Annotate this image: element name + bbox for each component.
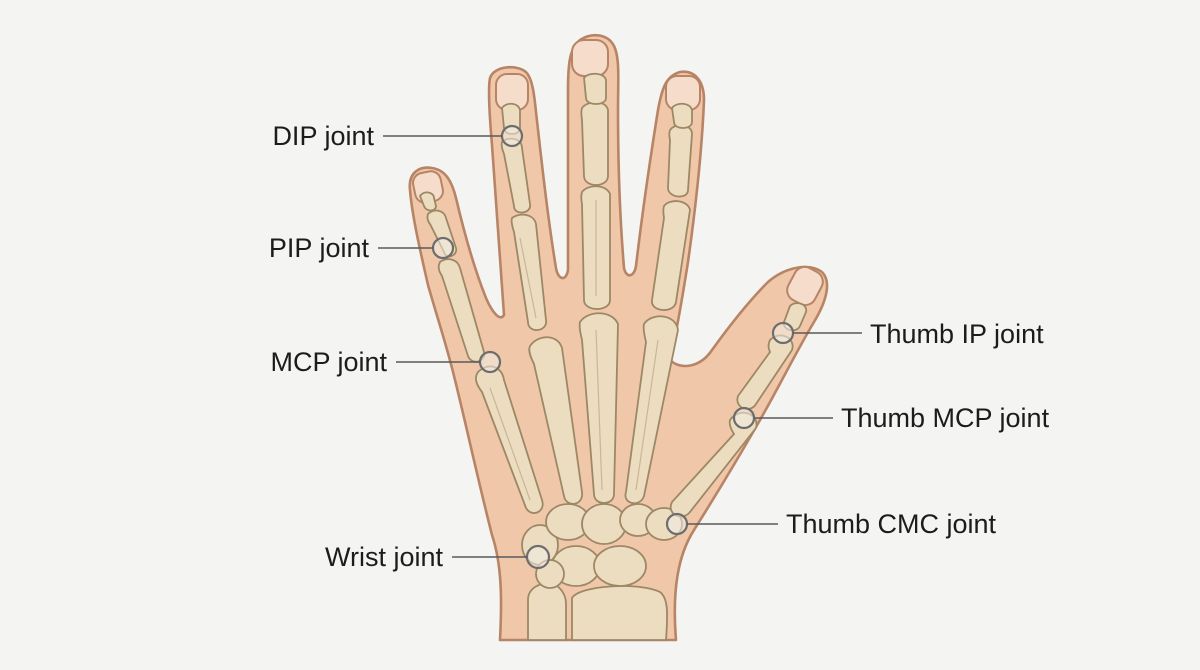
pip-joint-marker bbox=[431, 236, 455, 260]
ulna-bone bbox=[527, 582, 567, 641]
pip-joint-label: PIP joint bbox=[269, 233, 370, 263]
metacarpal-index bbox=[624, 315, 679, 505]
dip-joint-marker bbox=[500, 124, 524, 148]
mcp-joint-label: MCP joint bbox=[270, 347, 387, 377]
thumb-mcp-joint-marker bbox=[732, 406, 756, 430]
mcp-joint-marker bbox=[478, 350, 502, 374]
thumb-ip-joint-marker bbox=[771, 321, 795, 345]
thumb-cmc-joint-label: Thumb CMC joint bbox=[786, 509, 997, 539]
distal-phalanx-index bbox=[671, 102, 693, 129]
thumb-ip-joint-label: Thumb IP joint bbox=[870, 319, 1044, 349]
radius-bone bbox=[571, 585, 668, 641]
metacarpal-ring bbox=[528, 336, 583, 505]
distal-phalanx-pinky bbox=[418, 191, 437, 212]
proximal-phalanx-ring bbox=[510, 213, 547, 331]
carpal-bone bbox=[593, 545, 647, 587]
wrist-joint-label: Wrist joint bbox=[325, 542, 444, 572]
distal-phalanx-middle bbox=[583, 72, 607, 105]
dip-joint-label: DIP joint bbox=[272, 121, 374, 151]
thumb-mcp-joint-label: Thumb MCP joint bbox=[841, 403, 1050, 433]
thumb-fingernail bbox=[786, 265, 824, 307]
carpal-bone bbox=[581, 503, 627, 545]
middle-phalanx-middle bbox=[580, 101, 609, 186]
joint-labels: DIP joint PIP joint MCP joint Wrist join… bbox=[269, 121, 1050, 572]
middle-fingernail bbox=[571, 39, 609, 77]
bone-shading bbox=[489, 200, 659, 501]
middle-phalanx-index bbox=[667, 124, 693, 198]
proximal-phalanx-index bbox=[651, 200, 691, 311]
hand-skeleton bbox=[418, 72, 808, 641]
leader-lines bbox=[378, 135, 862, 558]
wrist-joint-marker bbox=[525, 544, 551, 570]
thumb-cmc-joint-marker bbox=[665, 512, 689, 536]
